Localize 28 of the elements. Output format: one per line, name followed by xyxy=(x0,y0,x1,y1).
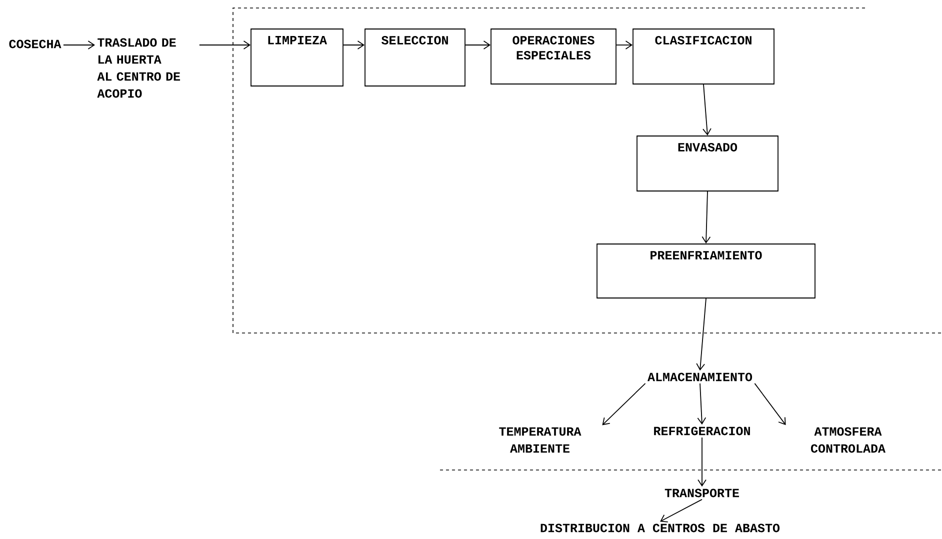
arrow xyxy=(660,499,702,522)
arrow xyxy=(602,383,646,426)
step-label: COSECHA xyxy=(9,40,62,48)
arrow xyxy=(702,84,712,136)
arrow xyxy=(754,383,786,426)
process-box: PREENFRIAMIENTO xyxy=(596,244,816,298)
process-box: SELECCION xyxy=(364,28,466,86)
arrow xyxy=(698,437,706,487)
arrow xyxy=(198,40,251,50)
arrow xyxy=(616,40,633,50)
process-box: CLASIFICACION xyxy=(632,28,774,84)
step-label: ATMOSFERA CONTROLADA xyxy=(811,427,886,453)
arrow xyxy=(465,40,491,50)
step-label: TEMPERATURA AMBIENTE xyxy=(499,427,582,453)
dashed-frame xyxy=(232,8,942,334)
step-label: DISTRIBUCION A CENTROS DE ABASTO xyxy=(540,524,780,532)
arrow xyxy=(697,383,706,425)
process-box: ENVASADO xyxy=(636,136,778,192)
step-label: REFRIGERACION xyxy=(654,426,750,436)
process-box: OPERACIONES ESPECIALES xyxy=(490,28,616,84)
step-label: TRANSPORTE xyxy=(664,488,739,498)
step-label: ALMACENAMIENTO xyxy=(648,372,752,382)
arrow xyxy=(702,191,711,244)
arrow xyxy=(696,298,706,371)
step-label: TRASLADO DE LA HUERTA AL CENTRO DE ACOPIO xyxy=(97,38,180,98)
process-box: LIMPIEZA xyxy=(250,28,344,86)
arrow xyxy=(343,40,365,50)
arrow xyxy=(63,40,95,50)
